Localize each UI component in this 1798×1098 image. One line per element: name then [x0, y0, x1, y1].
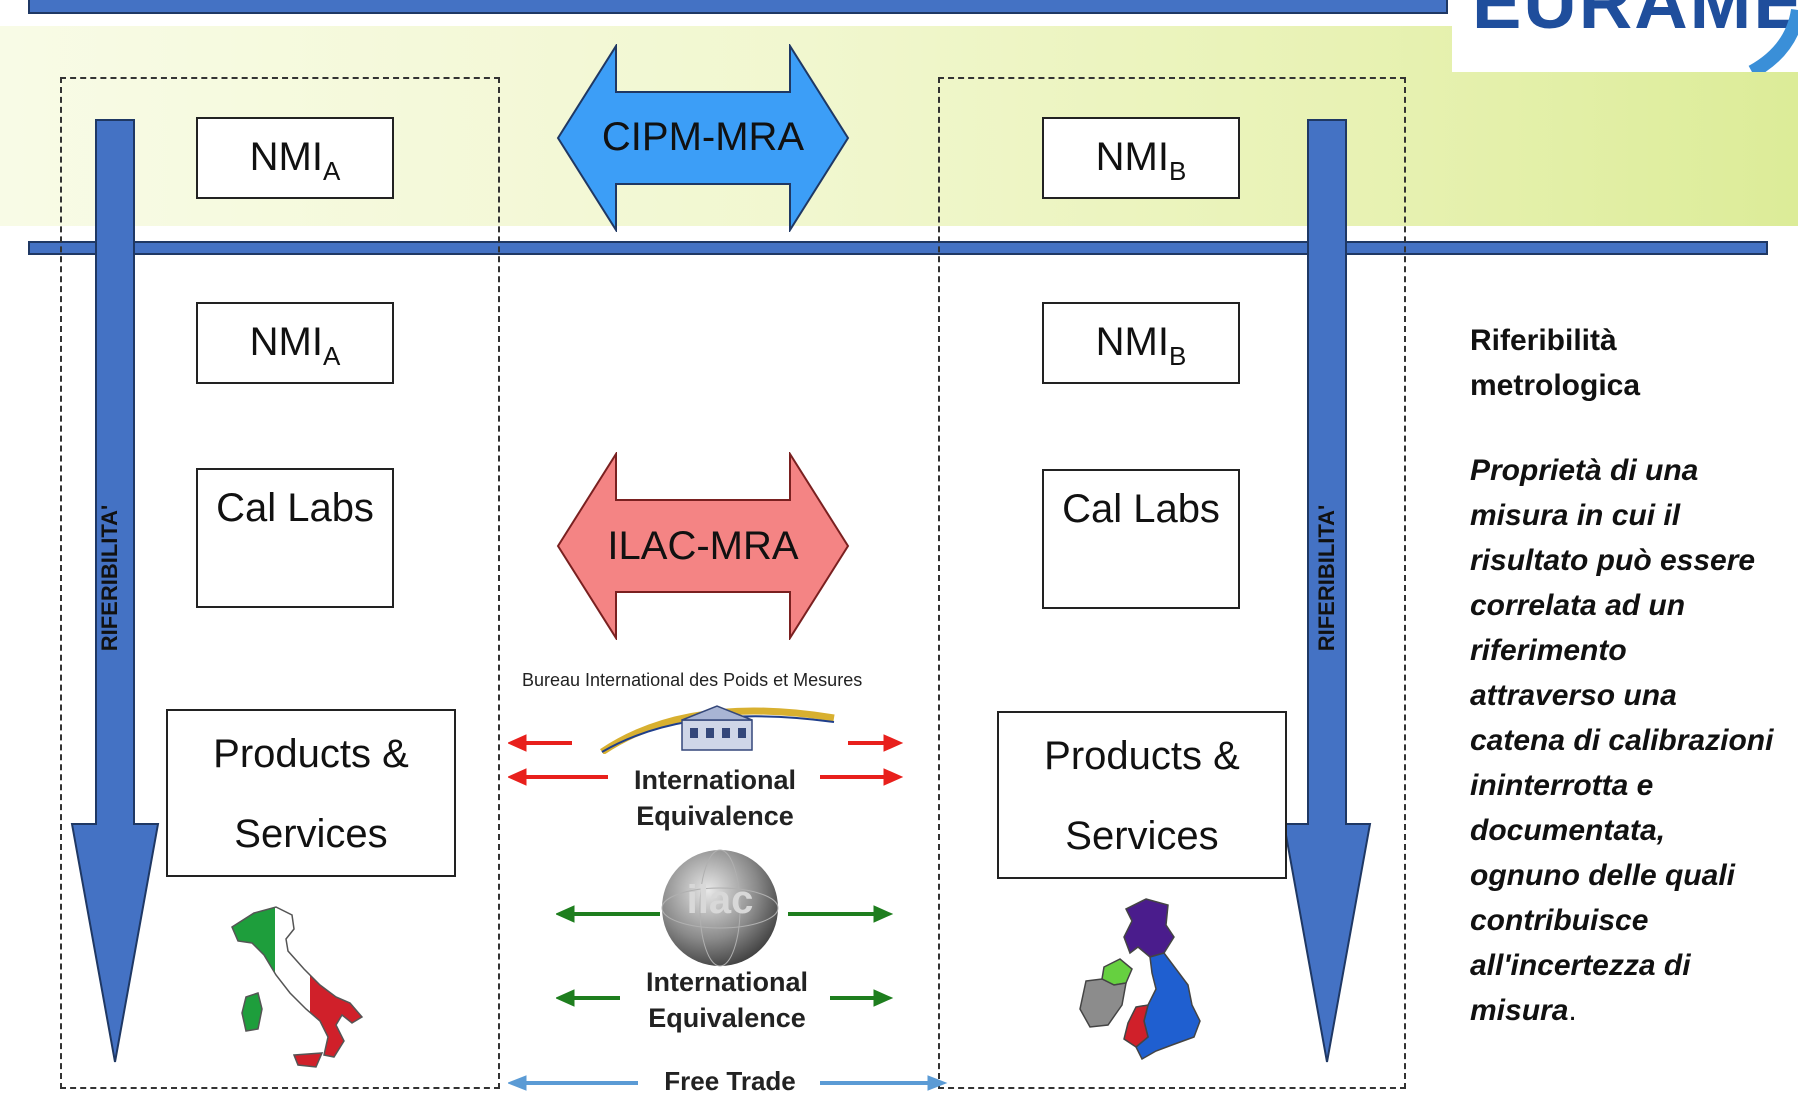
ilac-mra-arrow [556, 452, 850, 640]
left-products-line1: Products & [213, 732, 409, 776]
bipm-caption: Bureau International des Poids et Mesure… [522, 670, 863, 690]
right-nmi-top-text: NMI [1095, 135, 1169, 179]
right-nmi-text: NMI [1095, 320, 1169, 364]
top-bar [28, 0, 1448, 14]
left-cal-labs-box: Cal Labs [196, 468, 394, 608]
definition-line: correlata ad un [1470, 589, 1686, 622]
green-equivalence-arrows [556, 905, 894, 1007]
definition-line: attraverso una [1470, 679, 1677, 712]
equivalence-text-2: International Equivalence [612, 964, 842, 1036]
right-products-box: Products & Services [997, 711, 1287, 879]
left-country-frame [60, 77, 500, 1089]
left-cal-labs-text: Cal Labs [216, 486, 374, 530]
right-nmi-top-box: NMIB [1042, 117, 1240, 199]
left-nmi-top-box: NMIA [196, 117, 394, 199]
ilac-mra-label: ILAC-MRA [607, 524, 799, 568]
left-riferibilita-label: RIFERIBILITA' [97, 504, 122, 652]
left-nmi-box: NMIA [196, 302, 394, 384]
right-traceability-arrow [1282, 119, 1372, 1063]
definition-line: catena di calibrazioni [1470, 724, 1774, 757]
definition-line: documentata, [1470, 814, 1666, 847]
equivalence-1-line2: Equivalence [636, 801, 794, 831]
definition-line: misura in cui il [1470, 499, 1681, 532]
left-nmi-text: NMI [249, 320, 323, 364]
right-cal-labs-text: Cal Labs [1062, 487, 1220, 531]
definition-title: Riferibilità metrologica [1470, 318, 1640, 408]
right-nmi-box: NMIB [1042, 302, 1240, 384]
free-trade-arrow [508, 1075, 948, 1091]
free-trade-label: Free Trade [664, 1066, 796, 1096]
right-cal-labs-box: Cal Labs [1042, 469, 1240, 609]
cipm-mra-arrow [556, 44, 850, 232]
definition-line: all'incertezza di [1470, 949, 1691, 982]
definition-line: Proprietà di una [1470, 454, 1699, 487]
definition-last-line: misura. [1470, 988, 1798, 1033]
right-riferibilita-label: RIFERIBILITA' [1314, 504, 1339, 652]
equivalence-2-line2: Equivalence [648, 1003, 806, 1033]
left-nmi-sub: A [322, 341, 341, 371]
right-products-line1: Products & [1044, 734, 1240, 778]
equivalence-1-line1: International [633, 765, 796, 795]
definition-title-line1: Riferibilità [1470, 324, 1617, 357]
logo-text: EURAMET [1472, 0, 1798, 44]
definition-line: riferimento [1470, 634, 1627, 667]
italy-flag-map-icon [231, 906, 364, 1068]
equivalence-2-line1: International [645, 967, 808, 997]
left-nmi-top-text: NMI [249, 135, 323, 179]
left-products-box: Products & Services [166, 709, 456, 877]
euramet-logo: EURAMET [1452, 0, 1798, 72]
definition-line: risultato può essere [1470, 544, 1756, 577]
definition-end: . [1568, 994, 1577, 1027]
definition-line: contribuisce [1470, 904, 1649, 937]
right-nmi-top-sub: B [1168, 156, 1187, 186]
right-nmi-sub: B [1168, 341, 1187, 371]
definition-title-line2: metrologica [1470, 369, 1641, 402]
red-equivalence-arrows [508, 734, 904, 786]
definition-line: misura [1470, 994, 1569, 1027]
left-traceability-arrow [70, 119, 160, 1063]
definition-text: Proprietà di una misura in cui il risult… [1470, 448, 1798, 1033]
bipm-building-icon [600, 705, 835, 754]
definition-line: ognuno delle quali [1470, 859, 1735, 892]
equivalence-text-1: International Equivalence [600, 762, 830, 834]
cipm-mra-label: CIPM-MRA [601, 115, 805, 159]
uk-map-icon [1079, 898, 1201, 1061]
left-products-line2: Services [234, 812, 388, 856]
ilac-globe-logo [661, 849, 779, 967]
ilac-logo-text: ilac [686, 878, 754, 922]
definition-line: ininterrotta e [1470, 769, 1654, 802]
left-nmi-top-sub: A [322, 156, 341, 186]
logo-swoosh-icon [1748, 8, 1798, 72]
right-country-frame [938, 77, 1406, 1089]
right-products-line2: Services [1065, 814, 1219, 858]
